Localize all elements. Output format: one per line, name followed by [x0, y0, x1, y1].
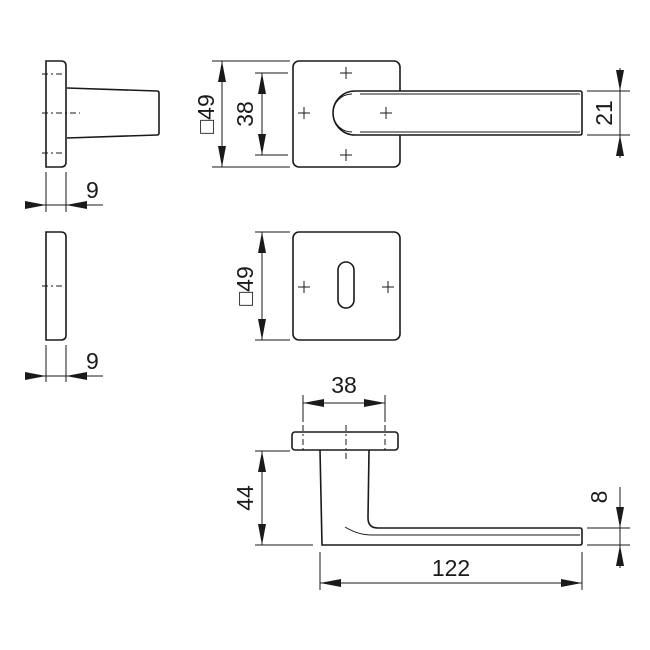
dim-bottom-spacing: 38 — [331, 372, 357, 398]
dim-projection: 44 — [232, 485, 258, 511]
side-view-rose: 9 — [25, 60, 160, 212]
fixing-marks — [298, 67, 392, 161]
front-view-lever: □49 38 21 — [193, 60, 630, 168]
dim-lever-length: 122 — [432, 555, 470, 581]
top-view-lever: 38 44 122 8 — [232, 372, 630, 590]
dim-fixing-spacing: 38 — [232, 101, 258, 127]
dim-lever-thickness: 8 — [586, 491, 612, 504]
side-view-escutcheon: 9 — [25, 231, 103, 382]
dim-side-escutcheon-thickness: 9 — [86, 348, 99, 374]
dim-side-rose-thickness: 9 — [86, 177, 99, 203]
front-view-escutcheon: □49 — [232, 231, 401, 341]
dim-rose-square: □49 — [193, 94, 219, 133]
dim-escutcheon-square: □49 — [232, 266, 258, 305]
keyhole-icon — [337, 261, 355, 309]
dim-lever-width: 21 — [591, 100, 617, 126]
